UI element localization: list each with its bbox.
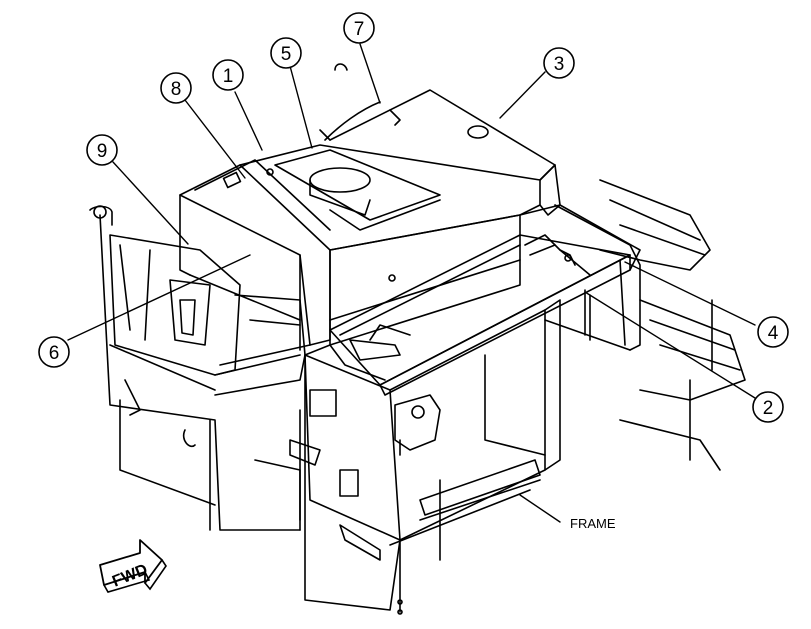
frame-rails xyxy=(599,179,746,471)
callout-3: 3 xyxy=(543,47,575,79)
right-upright xyxy=(544,204,641,351)
callout-4-label: 4 xyxy=(768,323,779,344)
callout-8-label: 8 xyxy=(171,79,182,100)
callout-6: 6 xyxy=(38,336,70,368)
leader-lines xyxy=(67,43,756,523)
callout-1: 1 xyxy=(212,59,244,91)
callout-1-label: 1 xyxy=(223,66,234,87)
front-mount-bracket xyxy=(394,394,441,456)
lower-tray xyxy=(329,234,631,396)
callout-5: 5 xyxy=(270,37,302,69)
callout-7: 7 xyxy=(343,12,375,44)
fwd-arrow-depth xyxy=(103,571,151,593)
callout-4: 4 xyxy=(757,316,789,348)
left-side-wall xyxy=(89,205,321,531)
left-bracket-panel xyxy=(109,234,311,376)
callouts: 1 2 3 4 5 6 7 8 xyxy=(38,12,789,423)
upper-left-box xyxy=(179,159,331,351)
top-lid xyxy=(239,63,561,251)
callout-9: 9 xyxy=(86,134,118,166)
callout-3-label: 3 xyxy=(554,54,565,75)
callout-6-label: 6 xyxy=(49,343,60,364)
callout-8: 8 xyxy=(160,72,192,104)
callout-5-label: 5 xyxy=(281,44,292,65)
callout-2-label: 2 xyxy=(763,398,774,419)
callout-2: 2 xyxy=(752,391,784,423)
fwd-arrow: FWD xyxy=(99,539,167,593)
middle-cover xyxy=(304,204,641,381)
callout-9-label: 9 xyxy=(97,141,108,162)
callout-7-label: 7 xyxy=(354,19,365,40)
frame-label: FRAME xyxy=(570,516,616,531)
cabinet-body xyxy=(304,299,561,615)
